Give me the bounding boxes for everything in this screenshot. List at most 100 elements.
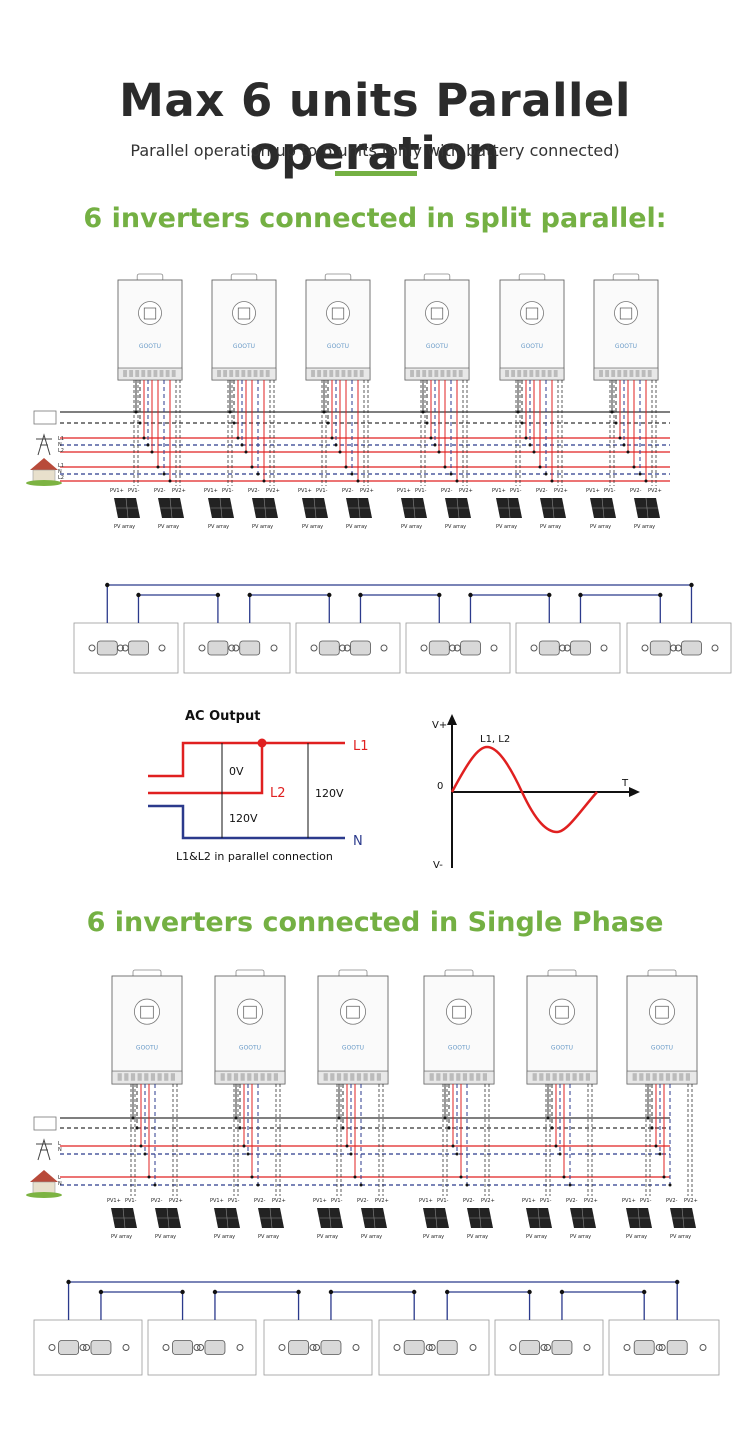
communication-port-panel — [515, 622, 621, 674]
screw-icon — [198, 644, 206, 652]
inverter-lcd — [243, 1005, 257, 1019]
bus-junction — [143, 1152, 147, 1156]
pv-label: PV1+ — [204, 488, 218, 494]
terminal — [253, 1073, 259, 1081]
db9-port-in — [428, 640, 450, 656]
comm-cable-link — [359, 594, 440, 623]
solar-panel-grid — [328, 1207, 332, 1229]
cable-node — [675, 1279, 680, 1285]
cable-node — [66, 1279, 71, 1285]
cable-node — [247, 592, 252, 598]
pv-array-caption: PV array — [114, 524, 135, 530]
bus-junction — [550, 1126, 554, 1130]
solar-panel — [496, 497, 522, 519]
pv-label: PV2- — [441, 488, 453, 494]
inverter-body — [214, 975, 286, 1085]
terminal — [323, 370, 328, 377]
pv-label: PV2+ — [648, 488, 662, 494]
terminal — [579, 1073, 584, 1081]
db9-port-out — [128, 640, 149, 656]
cable-node — [547, 592, 552, 598]
bus-junction — [465, 1183, 469, 1187]
terminal — [356, 1073, 362, 1081]
solar-panel-grid — [478, 1207, 482, 1229]
screw-icon — [236, 1344, 244, 1351]
db9-port-in — [538, 640, 560, 656]
bus-junction — [622, 443, 626, 447]
bus-junction — [344, 465, 348, 469]
solar-panel-grid — [412, 497, 416, 519]
screw-icon — [380, 644, 388, 652]
terminal — [434, 370, 439, 377]
bus-junction — [228, 410, 232, 414]
bus-junction — [421, 410, 425, 414]
bus-junction — [524, 436, 528, 440]
terminal — [235, 370, 240, 377]
solar-panel — [214, 1207, 240, 1229]
terminal — [260, 1073, 265, 1081]
inverter-brand: GOOTU — [136, 1044, 158, 1051]
load-terminal-label: L1 — [58, 463, 64, 469]
bus-junction — [337, 1116, 341, 1120]
terminal — [552, 1073, 557, 1081]
pv-label: PV1- — [415, 488, 427, 494]
screw-icon — [313, 1344, 321, 1351]
volt-120-a: 120V — [229, 812, 258, 825]
terminal — [223, 370, 228, 377]
port-panel-frame — [608, 1319, 720, 1376]
db9-port-in — [649, 640, 671, 656]
cable-node — [642, 1289, 647, 1295]
inverter-lcd — [237, 307, 251, 320]
terminal — [147, 370, 152, 377]
db9-port-out — [570, 640, 591, 656]
volt-120-b: 120V — [315, 787, 344, 800]
pv-label: PV2+ — [684, 1198, 698, 1204]
pv-label: PV1+ — [397, 488, 411, 494]
port-panel-frame — [626, 622, 732, 674]
cable-node — [105, 582, 110, 588]
terminal — [672, 1073, 677, 1081]
terminal — [585, 1073, 590, 1081]
screw-icon — [232, 644, 240, 652]
communication-port-panel — [378, 1319, 490, 1376]
port-panel-frame — [73, 622, 179, 674]
terminal — [416, 370, 421, 377]
comm-cable-link — [561, 1291, 645, 1320]
db9-port-in — [403, 1340, 425, 1355]
terminal — [141, 370, 146, 377]
pv-label: PV1+ — [298, 488, 312, 494]
t-label: T — [621, 778, 629, 789]
pv-array-caption: PV array — [423, 1234, 444, 1240]
solar-panel-grid — [225, 1207, 229, 1229]
screw-icon — [699, 1344, 707, 1351]
cable-node — [180, 1289, 185, 1295]
cable-node — [98, 1289, 104, 1295]
n-label: N — [353, 834, 363, 849]
solar-panel — [445, 497, 471, 519]
screw-icon — [270, 644, 278, 652]
solar-panel-grid — [507, 497, 511, 519]
comm-cable-link — [446, 1291, 531, 1320]
screw-icon — [338, 644, 346, 652]
screw-icon — [122, 1344, 130, 1351]
bus-junction — [520, 421, 524, 425]
inverter-unit: GOOTU — [211, 273, 277, 381]
screw-icon — [530, 644, 538, 652]
pv-label: PV1- — [331, 1198, 343, 1204]
pv-array-caption: PV array — [445, 524, 466, 530]
terminal — [529, 370, 534, 377]
db9-port-in — [58, 1340, 79, 1355]
inverter-brand: GOOTU — [448, 1044, 470, 1051]
pv-label: PV2- — [463, 1198, 475, 1204]
terminal — [123, 370, 127, 377]
pv-label: PV2+ — [272, 1198, 286, 1204]
terminal — [547, 370, 552, 377]
pv-label: PV1+ — [110, 488, 124, 494]
terminal — [227, 1073, 232, 1081]
bus-junction — [654, 1144, 658, 1148]
pv-label: PV2+ — [459, 488, 473, 494]
terminal — [229, 370, 234, 377]
bus-junction — [322, 410, 326, 414]
communication-port-panel — [33, 1319, 143, 1376]
db9-port-in — [318, 640, 340, 656]
